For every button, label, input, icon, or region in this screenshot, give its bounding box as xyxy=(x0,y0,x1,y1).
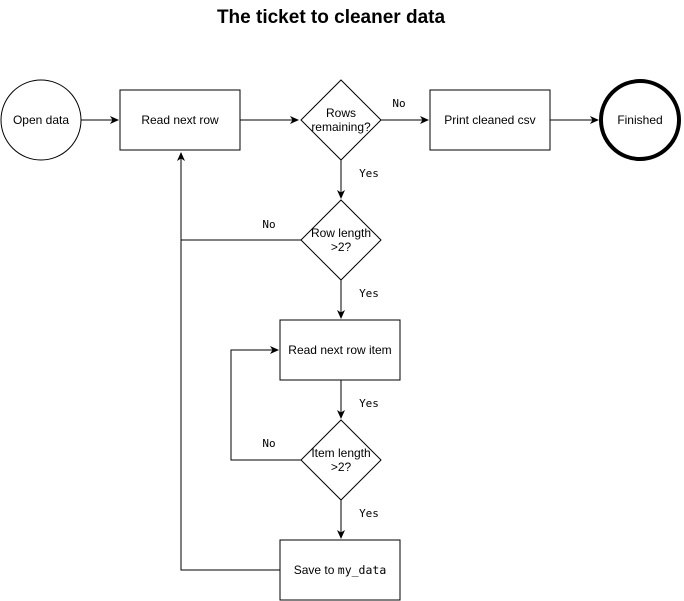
edge-label-rows-no: No xyxy=(392,97,405,110)
node-read-next-row-item: Read next row item xyxy=(279,319,401,381)
node-print-cleaned-csv-label: Print cleaned csv xyxy=(444,113,535,127)
node-finished-label: Finished xyxy=(617,113,662,127)
node-read-next-row-item-label: Read next row item xyxy=(288,343,391,357)
edge-itemlen-no-to-readitem xyxy=(230,346,301,461)
node-open-data-label: Open data xyxy=(13,113,69,127)
node-rows-remaining-label-2: remaining? xyxy=(311,120,371,134)
node-row-length-label-2: >2? xyxy=(331,240,352,254)
node-row-length: Row length >2? xyxy=(300,199,382,281)
node-save-to-my-data: Save to my_data xyxy=(279,539,401,601)
edge-rowlen-no-to-read xyxy=(177,152,301,241)
node-finished: Finished xyxy=(599,79,681,161)
diagram-title: The ticket to cleaner data xyxy=(217,7,446,28)
node-row-length-label-1: Row length xyxy=(311,226,371,240)
node-save-to-label: Save to my_data xyxy=(294,563,387,577)
node-read-next-row: Read next row xyxy=(119,89,241,151)
edge-label-rows-yes: Yes xyxy=(359,167,379,180)
node-print-cleaned-csv: Print cleaned csv xyxy=(429,89,551,151)
edge-label-readitem-yes: Yes xyxy=(359,397,379,410)
edge-save-to-read xyxy=(180,153,280,571)
node-rows-remaining: Rows remaining? xyxy=(300,79,382,161)
node-item-length-label-1: Item length xyxy=(311,446,370,460)
edge-label-itemlen-yes: Yes xyxy=(359,507,379,520)
node-rows-remaining-label-1: Rows xyxy=(326,106,356,120)
edge-label-itemlen-no: No xyxy=(262,437,275,450)
edge-label-rowlen-no: No xyxy=(262,218,275,231)
node-save-to-prefix: Save to xyxy=(294,563,338,577)
edge-label-rowlen-yes: Yes xyxy=(359,287,379,300)
node-item-length: Item length >2? xyxy=(300,419,382,501)
node-open-data: Open data xyxy=(0,79,82,161)
node-read-next-row-label: Read next row xyxy=(141,113,219,127)
node-save-to-variable: my_data xyxy=(338,563,386,577)
node-item-length-label-2: >2? xyxy=(331,460,352,474)
